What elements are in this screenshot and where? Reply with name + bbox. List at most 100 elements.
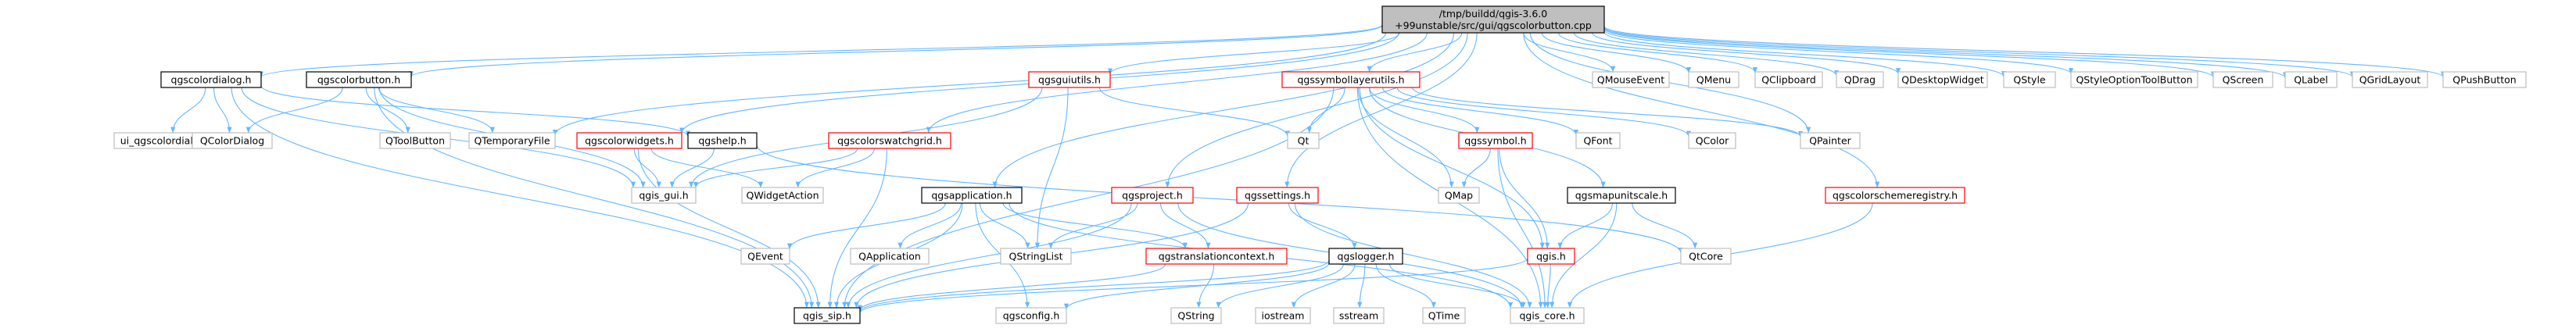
edge-qgsmapunitscale_h-to-qgis_h (1557, 202, 1614, 249)
node-box (1000, 248, 1072, 265)
node-label: +99unstable/src/gui/qgscolorbutton.cpp (1395, 20, 1592, 31)
edge-arrow (1632, 202, 1698, 249)
node-QtCore: QtCore (1680, 248, 1732, 265)
edge-arrow (260, 85, 690, 137)
edge-qgslogger_h-to-iostream (1291, 263, 1356, 309)
node-QPainter: QPainter (1800, 132, 1861, 149)
edge-root-to-qgsguiutils_h (1108, 32, 1400, 74)
edge-arrow (1359, 87, 1545, 249)
node-qgssymbol-h[interactable]: qgssymbol.h (1458, 132, 1533, 149)
edge-root-to-QPushButton (1603, 26, 2445, 78)
node-Qt: Qt (1287, 132, 1320, 149)
edge-qgshelp_h-to-qgis_gui_h (669, 148, 715, 188)
node-box (1287, 132, 1320, 149)
edge-root-to-qgscolordialog_h (259, 24, 1383, 78)
node-label: qgsconfig.h (1003, 310, 1060, 322)
edge-arrow (1550, 202, 1618, 309)
node-label: QStyleOptionToolButton (2076, 74, 2192, 86)
node-box (1438, 187, 1480, 204)
node-qgssymbollayerutils-h[interactable]: qgssymbollayerutils.h (1281, 71, 1421, 88)
node-label: QClipboard (1761, 74, 1816, 86)
node-qgshelp-h[interactable]: qgshelp.h (687, 132, 758, 149)
edge-arrow (827, 148, 887, 309)
edge-arrow (786, 202, 946, 250)
edge-root-to-QStyleOptionToolButton (1603, 29, 2073, 74)
node-qgis-sip-h[interactable]: qgis_sip.h (794, 307, 861, 324)
node-label: QStyle (2013, 74, 2046, 86)
node-qgstranslationcontext-h[interactable]: qgstranslationcontext.h (1145, 248, 1288, 265)
node-box (794, 307, 861, 324)
edge-qgis_h-to-qgis_sip_h (858, 258, 1528, 314)
edge-qgssymbollayerutils_h-to-Qt (1306, 87, 1345, 134)
node-label: qgscolordialog.h (171, 74, 252, 86)
node-layer: /tmp/buildd/qgis-3.6.0+99unstable/src/gu… (113, 5, 2527, 324)
edge-arrow (1291, 263, 1356, 309)
edge-qgsproject_h-to-qgstranslationcontext_h (1159, 202, 1211, 249)
edge-root-to-qgsapplication_h (992, 32, 1455, 188)
edge-qgscolorwidgets_h-to-QWidgetAction (650, 148, 764, 188)
edge-layer (170, 24, 2445, 314)
node-QDrag: QDrag (1836, 71, 1884, 88)
node-qgsconfig-h: qgsconfig.h (995, 307, 1067, 324)
node-qgsguiutils-h[interactable]: qgsguiutils.h (1028, 71, 1111, 88)
edge-arrow (693, 148, 858, 188)
node-box (2212, 71, 2273, 88)
edge-arrow (633, 148, 661, 188)
node-label: QTemporaryFile (474, 135, 550, 147)
edge-arrow (1573, 32, 1839, 77)
node-label: QWidgetAction (746, 190, 819, 202)
node-label: QPainter (1809, 135, 1851, 147)
edge-root-to-qgssettings_h (1284, 32, 1478, 188)
node-label: QString (1177, 310, 1214, 322)
edge-qgsguiutils_h-to-QStringList (1034, 87, 1069, 249)
node-root[interactable]: /tmp/buildd/qgis-3.6.0+99unstable/src/gu… (1381, 5, 1605, 34)
node-label: qgscolorwidgets.h (585, 135, 674, 147)
node-label: QMap (1445, 190, 1473, 202)
edge-root-to-QMenu (1541, 32, 1692, 73)
node-qgis-h[interactable]: qgis.h (1527, 248, 1575, 265)
node-QApplication: QApplication (850, 248, 930, 265)
edge-root-to-qgscolorschemeregistry_h (1523, 32, 1880, 188)
node-qgscolorschemeregistry-h[interactable]: qgscolorschemeregistry.h (1825, 187, 1965, 204)
edge-arrow (1592, 32, 1901, 74)
node-iostream: iostream (1255, 307, 1311, 324)
edge-arrow (1108, 32, 1400, 74)
node-QPushButton: QPushButton (2442, 71, 2527, 88)
node-qgscolorswatchgrid-h[interactable]: qgscolorswatchgrid.h (828, 132, 951, 149)
edge-qgslogger_h-to-qgsconfig_h (1064, 262, 1330, 310)
node-qgscolorwidgets-h[interactable]: qgscolorwidgets.h (576, 132, 683, 149)
node-box (1281, 71, 1421, 88)
edge-arrow (1288, 202, 1357, 249)
node-qgsmapunitscale-h[interactable]: qgsmapunitscale.h (1567, 187, 1676, 204)
edge-qgssettings_h-to-qgslogger_h (1288, 202, 1357, 249)
edge-arrow (1375, 263, 1436, 309)
edge-qgssymbol_h-to-qgis_h (1499, 148, 1550, 249)
edge-arrow (1196, 263, 1215, 309)
node-box (2003, 71, 2056, 88)
edge-arrow (1357, 87, 1454, 188)
edge-qgslogger_h-to-qgis_sip_h (858, 259, 1330, 312)
node-qgsapplication-h[interactable]: qgsapplication.h (921, 187, 1023, 204)
node-box (1255, 307, 1311, 324)
node-qgscolordialog-h[interactable]: qgscolordialog.h (160, 71, 262, 88)
edge-root-to-qgscolorswatchgrid_h (926, 32, 1428, 134)
edge-qgssymbollayerutils_h-to-QFont (1381, 87, 1579, 136)
node-qgssettings-h[interactable]: qgssettings.h (1236, 187, 1319, 204)
edge-qgscolordialog_h-to-QColorDialog (213, 87, 232, 134)
node-label: qgscolorbutton.h (317, 74, 400, 86)
node-box (1111, 187, 1194, 204)
edge-arrow (926, 32, 1428, 134)
edge-arrow (669, 148, 715, 188)
node-box (1825, 187, 1965, 204)
edge-qgscolordialog_h-to-qgshelp_h (260, 85, 690, 137)
node-qgslogger-h[interactable]: qgslogger.h (1328, 248, 1403, 265)
node-label: QMouseEvent (1597, 74, 1664, 86)
node-qgscolorbutton-h[interactable]: qgscolorbutton.h (306, 71, 412, 88)
node-qgsproject-h[interactable]: qgsproject.h (1111, 187, 1194, 204)
node-QWidgetAction: QWidgetAction (741, 187, 824, 204)
edge-arrow (1306, 87, 1345, 134)
node-box (1592, 71, 1670, 88)
node-label: /tmp/buildd/qgis-3.6.0 (1439, 8, 1548, 20)
edge-arrow (1367, 32, 1463, 73)
edge-arrow (1064, 262, 1330, 310)
